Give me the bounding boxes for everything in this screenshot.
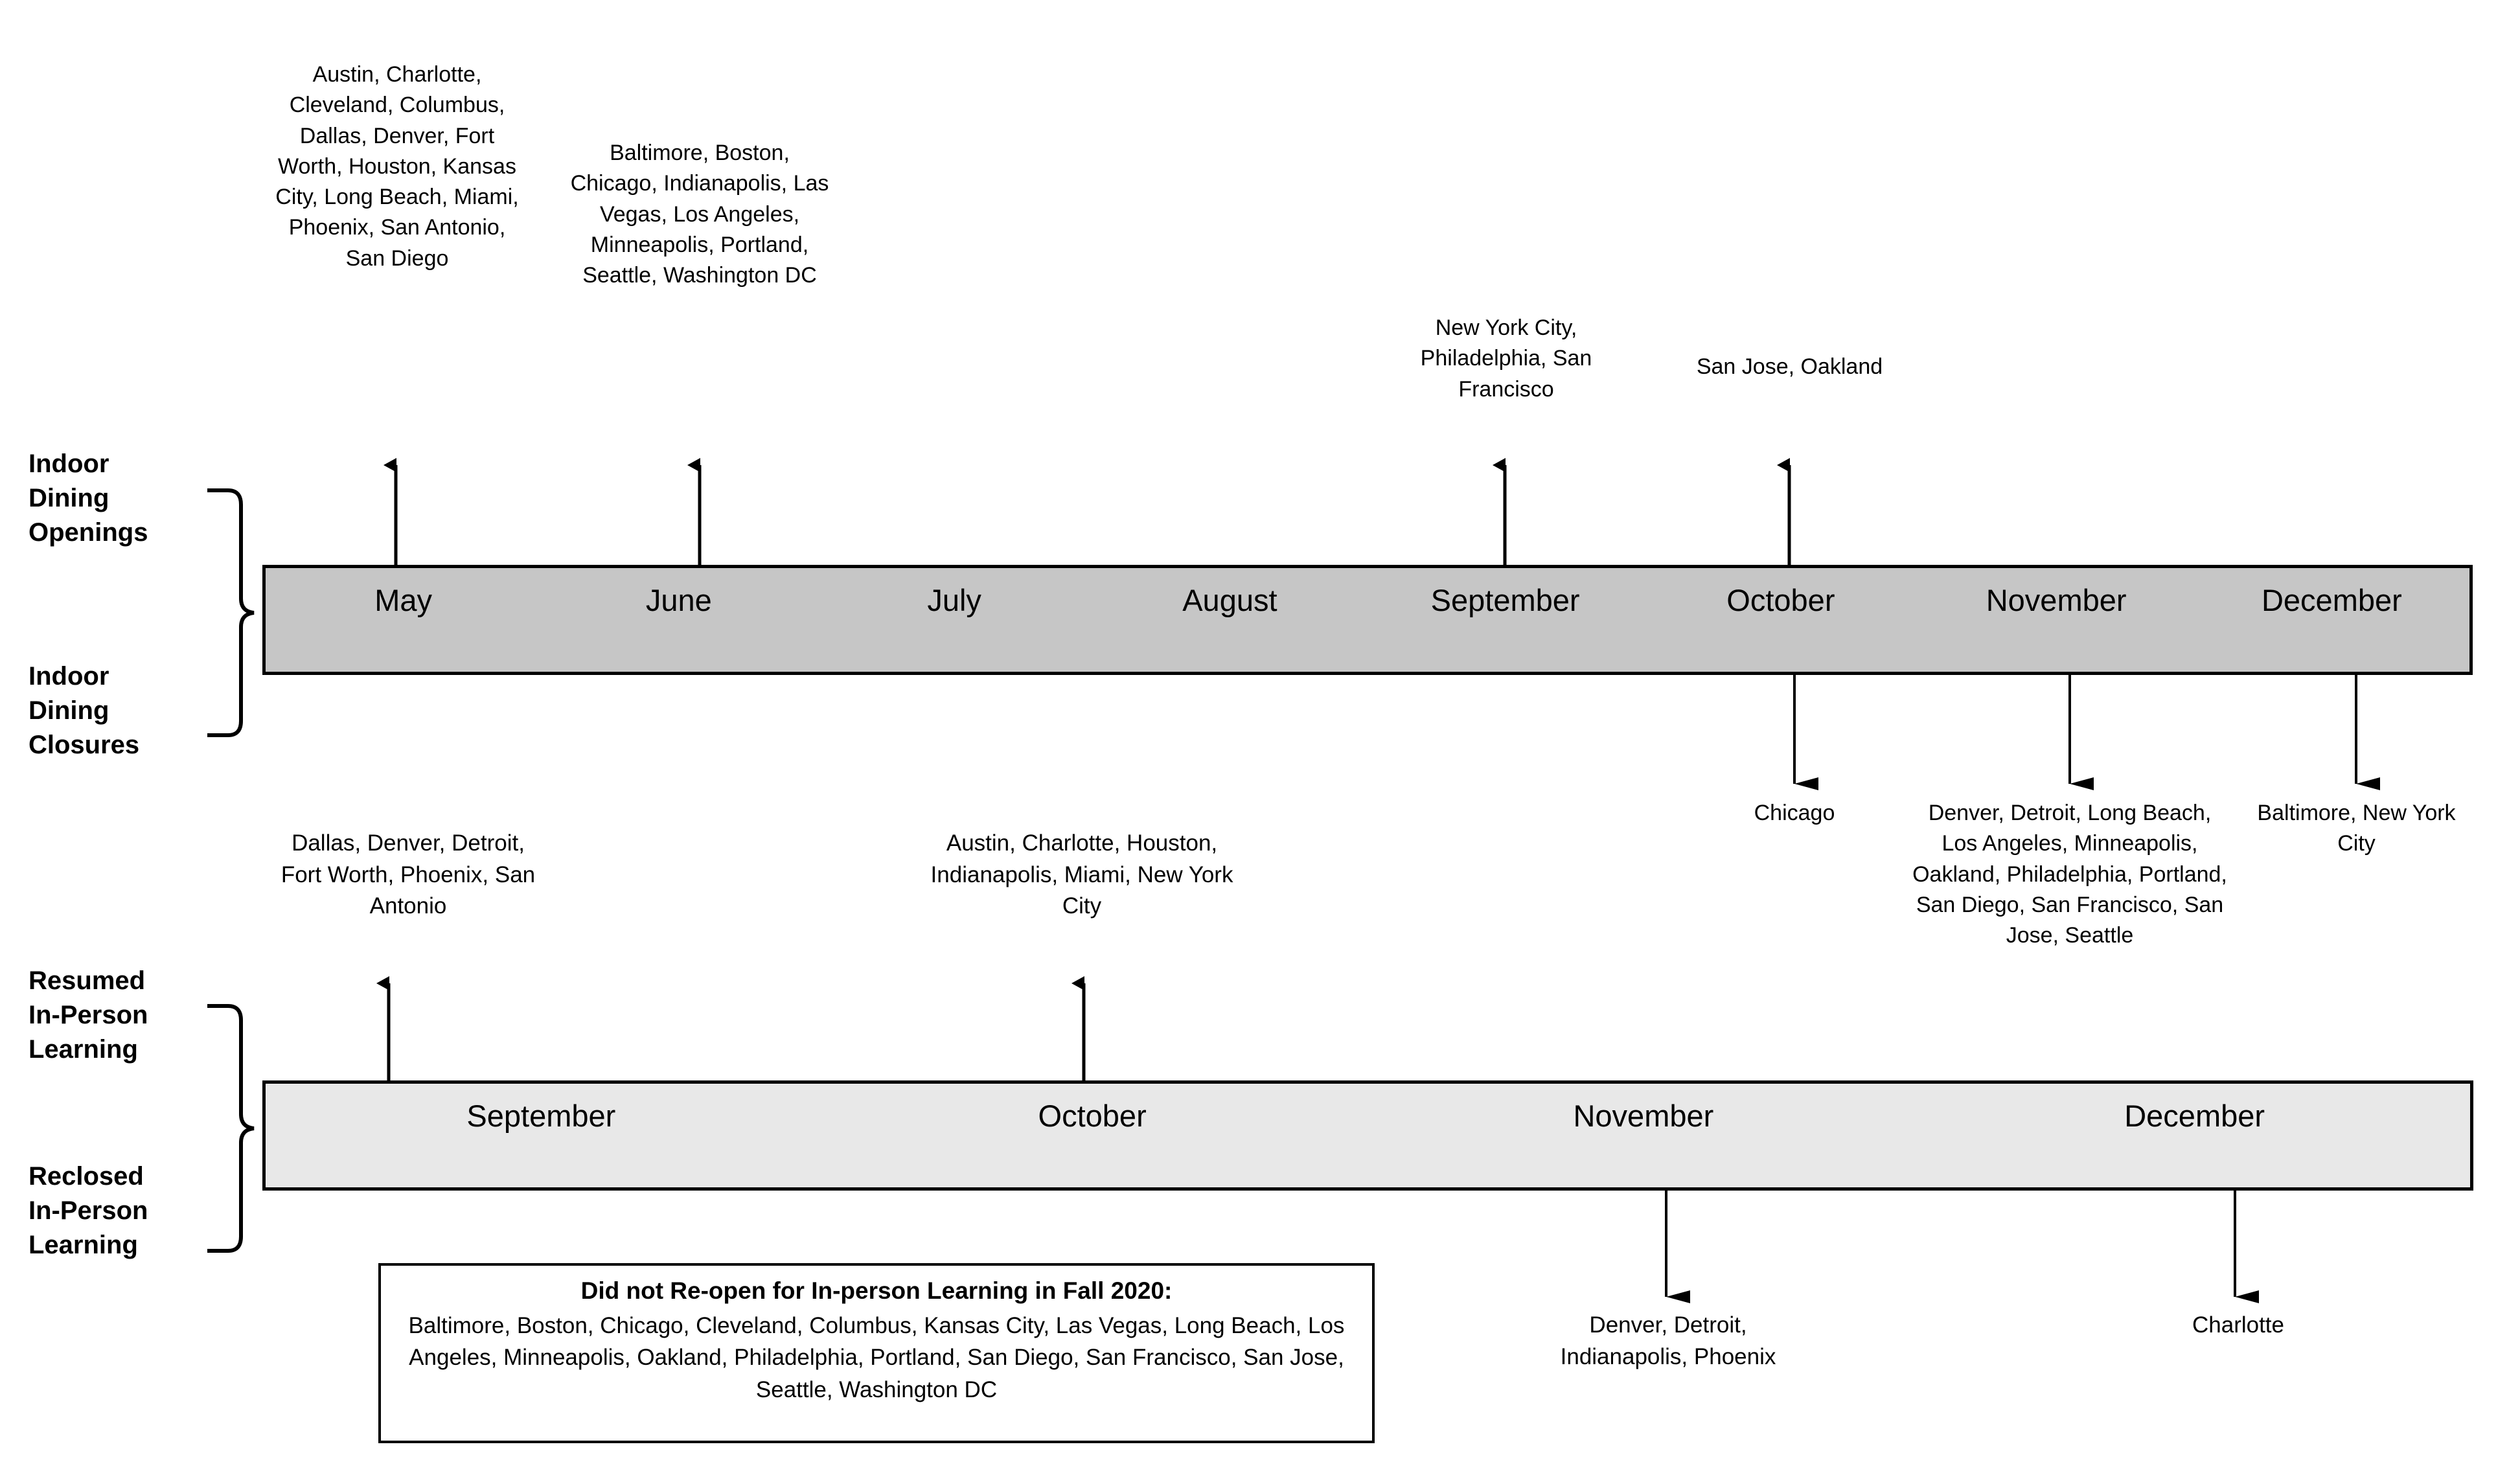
dining-month-november[interactable]: November — [1986, 583, 2127, 617]
school-resume-september-label: Dallas, Denver, Detroit, Fort Worth, Pho… — [281, 830, 536, 919]
school-month-december[interactable]: December — [2124, 1099, 2265, 1133]
dining-close-december-label: Baltimore, New York City — [2257, 801, 2456, 856]
school-reclosed-label: Reclosed In-Person Learning — [29, 1162, 148, 1259]
dining-month-may[interactable]: May — [374, 583, 433, 617]
dining-brace — [207, 488, 255, 737]
school-month-september[interactable]: September — [466, 1099, 616, 1133]
dining-closures-label: Indoor Dining Closures — [29, 662, 140, 759]
dining-month-september[interactable]: September — [1430, 583, 1580, 617]
dining-timeline-bar: May June July August September October N… — [262, 565, 2473, 675]
dining-month-august[interactable]: August — [1182, 583, 1277, 617]
school-resumed-label: Resumed In-Person Learning — [29, 966, 148, 1064]
school-resume-october-label: Austin, Charlotte, Houston, Indianapolis… — [930, 830, 1233, 919]
dining-month-october[interactable]: October — [1726, 583, 1835, 617]
dining-month-june[interactable]: June — [645, 583, 712, 617]
school-month-october[interactable]: October — [1038, 1099, 1147, 1133]
did-not-reopen-box: Did not Re-open for In-person Learning i… — [378, 1263, 1375, 1443]
dining-month-december[interactable]: December — [2261, 583, 2402, 617]
dining-open-may-label: Austin, Charlotte, Cleveland, Columbus, … — [275, 62, 519, 271]
did-not-reopen-title: Did not Re-open for In-person Learning i… — [580, 1277, 1173, 1304]
dining-open-october-label: San Jose, Oakland — [1696, 354, 1883, 379]
dining-close-november-label: Denver, Detroit, Long Beach, Los Angeles… — [1912, 801, 2227, 948]
dining-openings-label: Indoor Dining Openings — [29, 450, 148, 547]
school-reclose-december-label: Charlotte — [2192, 1312, 2285, 1338]
school-reclose-november-label: Denver, Detroit, Indianapolis, Phoenix — [1560, 1312, 1776, 1369]
dining-open-september-label: New York City, Philadelphia, San Francis… — [1420, 315, 1592, 402]
dining-month-july[interactable]: July — [927, 583, 981, 617]
school-timeline-bar: September October November December — [262, 1080, 2473, 1191]
dining-open-june-label: Baltimore, Boston, Chicago, Indianapolis… — [570, 141, 829, 288]
did-not-reopen-body: Baltimore, Boston, Chicago, Cleveland, C… — [408, 1312, 1345, 1402]
dining-close-october-label: Chicago — [1754, 801, 1835, 825]
school-month-november[interactable]: November — [1573, 1099, 1714, 1133]
